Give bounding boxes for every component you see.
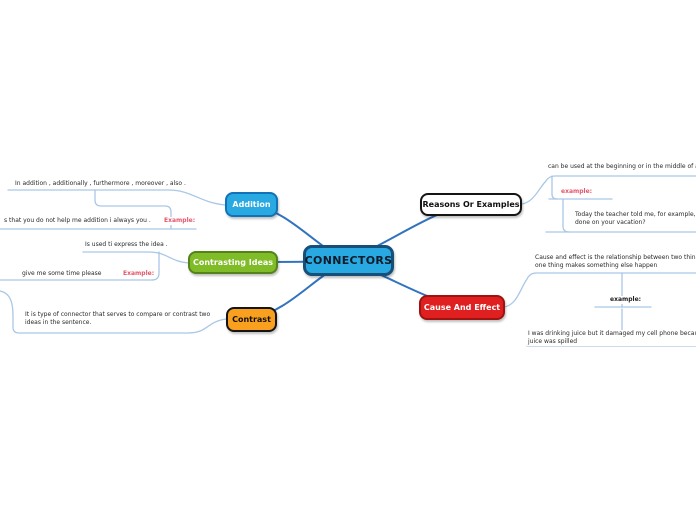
cause-definition-line [503, 272, 696, 308]
addition-example-label[interactable]: Example: [163, 217, 197, 225]
reasons-definition-line [521, 175, 696, 205]
topic-reasons-or-examples[interactable]: Reasons Or Examples [420, 193, 522, 216]
topic-connectors-root[interactable]: CONNECTORS [303, 245, 394, 276]
cause-definition-text[interactable]: Cause and effect is the relationship bet… [535, 254, 696, 270]
contrasting-example-label[interactable]: Example: [122, 270, 156, 278]
reasons-example-line1: Today the teacher told me, for example, … [575, 211, 696, 218]
topic-cause-and-effect[interactable]: Cause And Effect [419, 295, 505, 320]
contrast-definition-line2: ideas in the sentence. [25, 319, 92, 326]
contrast-definition-line1: It is type of connector that serves to c… [25, 311, 211, 318]
reasons-example-text[interactable]: Today the teacher told me, for example, … [575, 211, 696, 227]
sub-branch-lines [0, 175, 696, 347]
topic-contrasting-ideas[interactable]: Contrasting Ideas [188, 251, 278, 274]
cause-definition-line2: one thing makes something else happen [535, 262, 658, 269]
contrasting-definition-text[interactable]: Is used ti express the idea . [85, 241, 168, 248]
cause-example-text[interactable]: I was drinking juice but it damaged my c… [527, 330, 696, 346]
topic-contrast[interactable]: Contrast [226, 307, 277, 332]
cause-example-line2: juice was spilled [528, 338, 578, 345]
reasons-example-label[interactable]: example: [560, 188, 594, 196]
reasons-example-line2: done on your vacation? [575, 219, 646, 226]
addition-definition-line [7, 189, 226, 206]
contrast-definition-text[interactable]: It is type of connector that serves to c… [25, 311, 210, 327]
contrasting-definition-line [82, 251, 190, 264]
contrast-definition-line [0, 290, 227, 334]
reasons-sentence-connector [562, 198, 570, 233]
addition-example-connector [94, 189, 172, 230]
cause-example-line1: I was drinking juice but it damaged my c… [528, 330, 696, 337]
topic-addition[interactable]: Addition [225, 192, 278, 217]
contrasting-example-text[interactable]: give me some time please [22, 270, 102, 277]
cause-example-label[interactable]: example: [609, 296, 643, 304]
reasons-example-connector [551, 175, 558, 200]
cause-definition-line1: Cause and effect is the relationship bet… [535, 254, 696, 261]
addition-example-text[interactable]: s that you do not help me addition i alw… [4, 217, 151, 224]
reasons-definition-text[interactable]: can be used at the beginning or in the m… [548, 163, 696, 170]
addition-definition-text[interactable]: In addition , additionally , furthermore… [15, 180, 186, 187]
